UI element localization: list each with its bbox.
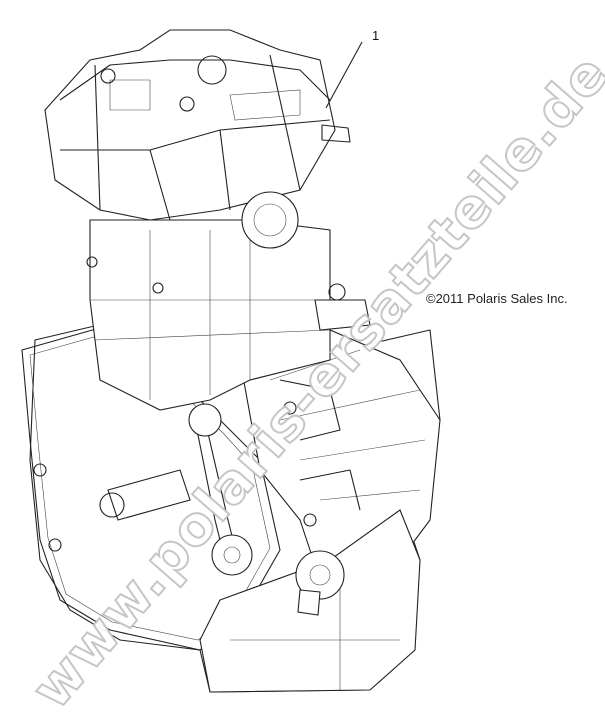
valve-cover (44, 29, 336, 221)
bearing-ring (188, 403, 222, 437)
callout-leader (325, 41, 363, 109)
cap-1 (100, 68, 116, 84)
shaft-arm (279, 379, 361, 511)
bolts (33, 256, 317, 552)
sprocket (211, 534, 253, 576)
thermostat-housing (241, 191, 299, 249)
copyright-notice: ©2011 Polaris Sales Inc. (426, 291, 568, 306)
callout-label-1: 1 (372, 28, 380, 43)
crankshaft (107, 469, 191, 521)
cap-2 (179, 96, 195, 112)
oil-filter-flange (295, 550, 345, 600)
oil-fill (197, 55, 227, 85)
sensor (314, 299, 371, 331)
breather-fitting (321, 124, 351, 143)
